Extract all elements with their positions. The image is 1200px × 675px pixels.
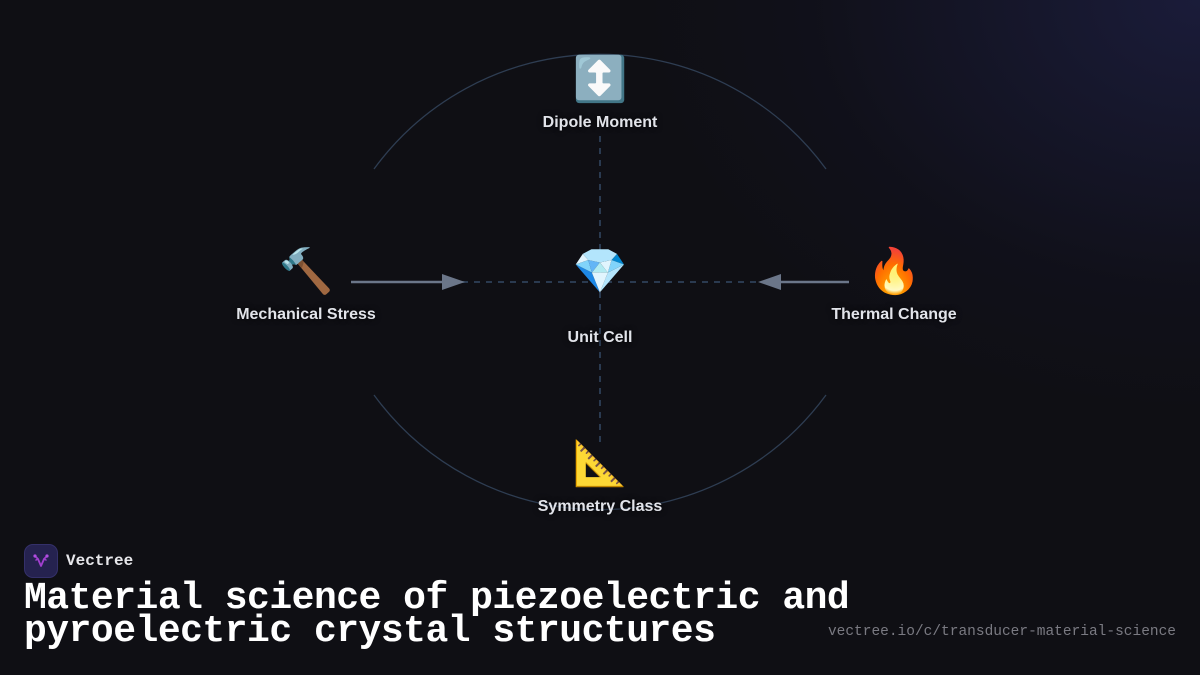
bottom-arc — [373, 394, 827, 511]
hammer-icon: 🔨 — [278, 247, 334, 296]
node-thermal-change: 🔥 Thermal Change — [831, 246, 956, 324]
arrow-right-head — [758, 274, 781, 290]
gem-icon: 💎 — [572, 247, 628, 296]
vectree-logo-icon — [24, 544, 58, 578]
source-url: vectree.io/c/transducer-material-science — [827, 624, 1176, 640]
node-label: Mechanical Stress — [236, 306, 376, 323]
node-unit-cell: 💎 Unit Cell — [568, 246, 633, 347]
brand: Vectree — [24, 544, 133, 578]
top-arc — [373, 53, 827, 170]
node-label: Dipole Moment — [542, 114, 658, 131]
node-symmetry-class: 📐 Symmetry Class — [538, 438, 663, 516]
triangular-ruler-icon: 📐 — [572, 439, 628, 488]
node-mechanical-stress: 🔨 Mechanical Stress — [236, 246, 376, 324]
brand-name: Vectree — [66, 552, 134, 570]
node-label: Unit Cell — [567, 329, 633, 346]
node-label: Symmetry Class — [537, 498, 663, 515]
up-down-arrow-icon: ↕️ — [572, 55, 628, 104]
node-label: Thermal Change — [831, 306, 957, 323]
page-title: Material science of piezoelectric and py… — [24, 577, 850, 653]
arrow-left-head — [442, 274, 465, 290]
fire-icon: 🔥 — [866, 247, 922, 296]
node-dipole-moment: ↕️ Dipole Moment — [543, 54, 658, 132]
